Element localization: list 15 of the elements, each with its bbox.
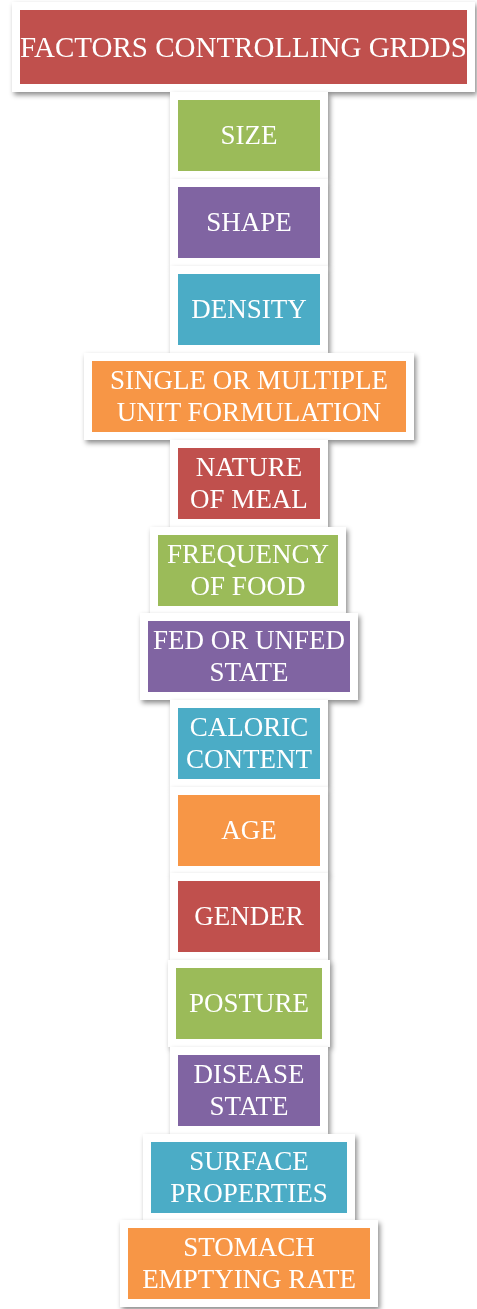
factor-label: DISEASE STATE bbox=[192, 1058, 306, 1123]
factor-label: GENDER bbox=[194, 900, 304, 933]
title-label: FACTORS CONTROLLING GRDDS bbox=[20, 29, 467, 65]
factor-label: STOMACH EMPTYING RATE bbox=[141, 1231, 357, 1296]
factor-label: FED OR UNFED STATE bbox=[152, 624, 346, 689]
factor-label: CALORIC CONTENT bbox=[185, 711, 313, 776]
factor-label: POSTURE bbox=[189, 987, 309, 1020]
factor-label: NATURE OF MEAL bbox=[189, 451, 309, 516]
factor-label: FREQUENCY OF FOOD bbox=[166, 538, 330, 603]
factor-label: SIZE bbox=[220, 119, 278, 152]
factor-label: SHAPE bbox=[206, 206, 292, 239]
factor-label: SURFACE PROPERTIES bbox=[169, 1145, 329, 1210]
factor-label: SINGLE OR MULTIPLE UNIT FORMULATION bbox=[109, 364, 389, 429]
factor-label: AGE bbox=[221, 814, 277, 847]
factor-label: DENSITY bbox=[191, 293, 307, 326]
